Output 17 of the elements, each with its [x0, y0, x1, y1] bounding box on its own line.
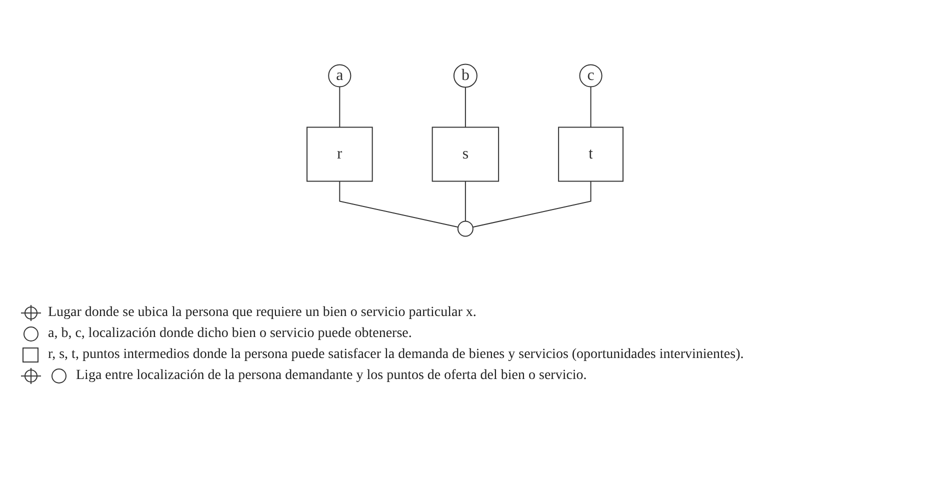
connector	[339, 180, 459, 228]
connector	[464, 180, 466, 222]
connector	[339, 86, 340, 128]
legend-text: a, b, c, localización donde dicho bien o servicio puede obtenerse.	[48, 326, 412, 342]
node-box: s	[432, 126, 500, 182]
node-circle	[457, 220, 474, 237]
node-circle: a	[328, 64, 352, 88]
legend-text: Lugar donde se ubica la persona que requiere un bien o servicio particular x.	[48, 305, 476, 321]
node-circle: b	[453, 64, 478, 88]
legend-text: Liga entre localización de la persona demandante y los puntos de oferta del bien o servicio.	[76, 368, 587, 384]
connector	[464, 86, 466, 128]
node-box: t	[558, 126, 624, 182]
node-circle: c	[579, 64, 602, 88]
legend-text: r, s, t, puntos intermedios donde la persona puede satisfacer la demanda de bienes y servicios (oportunidades intervinientes).	[48, 347, 744, 363]
connector	[590, 86, 592, 128]
node-box: r	[306, 126, 373, 182]
connector	[472, 180, 592, 228]
